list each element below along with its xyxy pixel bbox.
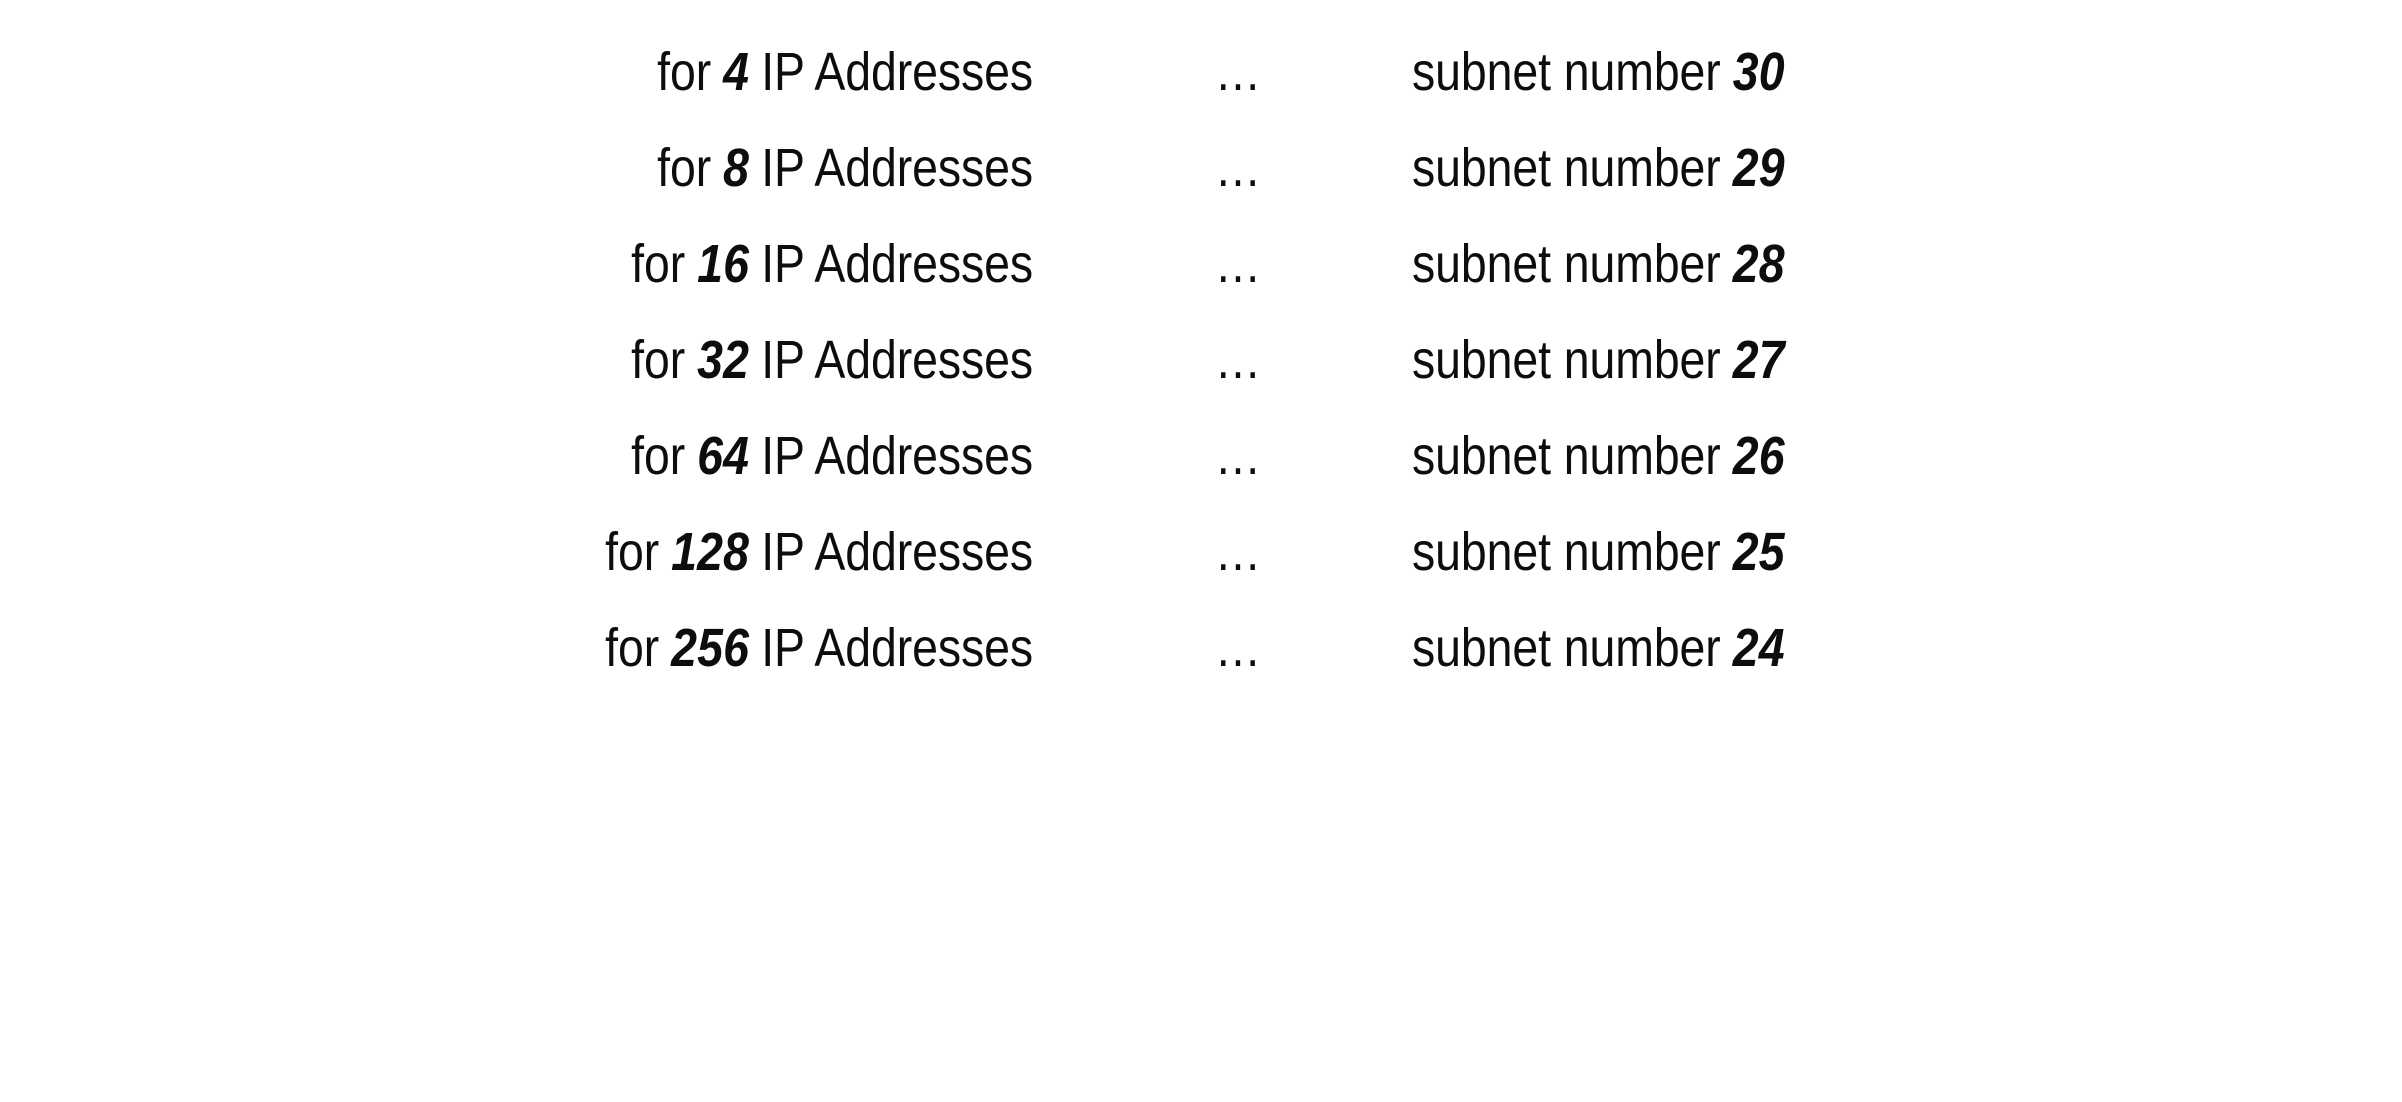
subnet-number-value: 27 [1732, 330, 1785, 390]
subnet-number-label: subnet number [1412, 330, 1721, 390]
subnet-number-value: 29 [1732, 138, 1785, 198]
subnet-number-value: 26 [1732, 426, 1785, 486]
ip-address-count: 4 [723, 42, 750, 102]
subnet-number-value: 24 [1732, 618, 1785, 678]
for-prefix-label: for [631, 330, 686, 390]
ip-address-count: 32 [697, 330, 750, 390]
ip-address-count: 256 [671, 618, 750, 678]
for-prefix-label: for [657, 138, 712, 198]
ip-addresses-suffix-label: IP Addresses [761, 426, 1033, 486]
ip-addresses-suffix-label: IP Addresses [761, 42, 1033, 102]
ip-addresses-suffix-label: IP Addresses [761, 522, 1033, 582]
ip-address-count: 8 [723, 138, 750, 198]
ip-addresses-suffix-label: IP Addresses [761, 138, 1033, 198]
ip-address-count: 16 [697, 234, 750, 294]
ellipsis-cell: … [1214, 426, 1262, 486]
subnet-number-label: subnet number [1412, 42, 1721, 102]
ellipsis-cell: … [1214, 234, 1262, 294]
subnet-number-value: 25 [1732, 522, 1785, 582]
for-prefix-label: for [605, 618, 660, 678]
ellipsis-cell: … [1214, 330, 1262, 390]
ip-addresses-suffix-label: IP Addresses [761, 618, 1033, 678]
subnet-number-value: 28 [1732, 234, 1785, 294]
ip-addresses-suffix-label: IP Addresses [761, 330, 1033, 390]
ellipsis-cell: … [1214, 42, 1262, 102]
subnet-number-label: subnet number [1412, 138, 1721, 198]
subnet-number-label: subnet number [1412, 426, 1721, 486]
for-prefix-label: for [631, 234, 686, 294]
ellipsis-cell: … [1214, 138, 1262, 198]
ip-address-count: 128 [671, 522, 750, 582]
ip-addresses-suffix-label: IP Addresses [761, 234, 1033, 294]
for-prefix-label: for [605, 522, 660, 582]
subnet-number-label: subnet number [1412, 618, 1721, 678]
ellipsis-cell: … [1214, 618, 1262, 678]
for-prefix-label: for [657, 42, 712, 102]
ellipsis-cell: … [1214, 522, 1262, 582]
subnet-number-value: 30 [1732, 42, 1785, 102]
subnet-number-label: subnet number [1412, 522, 1721, 582]
subnet-number-label: subnet number [1412, 234, 1721, 294]
for-prefix-label: for [631, 426, 686, 486]
ip-address-count: 64 [697, 426, 750, 486]
